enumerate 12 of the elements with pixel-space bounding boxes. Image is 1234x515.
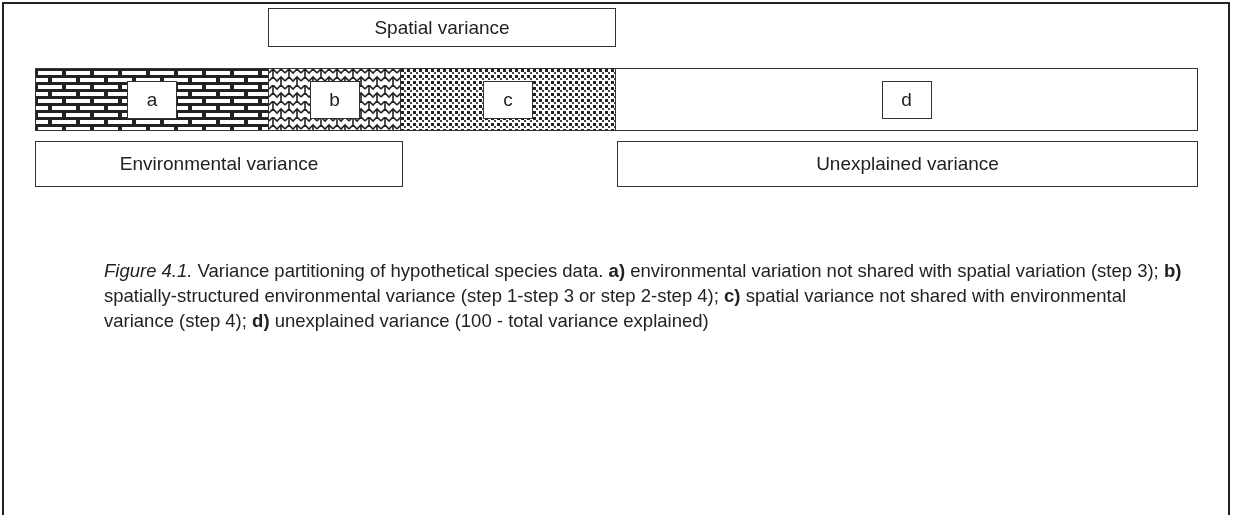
variance-box: Unexplained variance (617, 141, 1198, 187)
bar-segment (615, 68, 1198, 131)
figure-caption: Figure 4.1. Variance partitioning of hypothetical species data. a) environmental variation not shared with spatial variation (step 3); b) spatially-structured environmental variance (step 1-step 3 or step 2-step 4); c) spatial variance not shared with environmental variance (step 4); d) unexplained variance (100 - total variance explained) (104, 259, 1183, 333)
variance-box: Environmental variance (35, 141, 403, 187)
segment-label: a (127, 80, 177, 119)
bar-segment (400, 68, 616, 131)
segment-label: b (309, 80, 360, 119)
segment-label: c (483, 80, 533, 119)
segment-label: d (881, 80, 932, 119)
bar-segment (35, 68, 269, 131)
bar-segment (268, 68, 401, 131)
variance-box: Spatial variance (268, 8, 616, 47)
